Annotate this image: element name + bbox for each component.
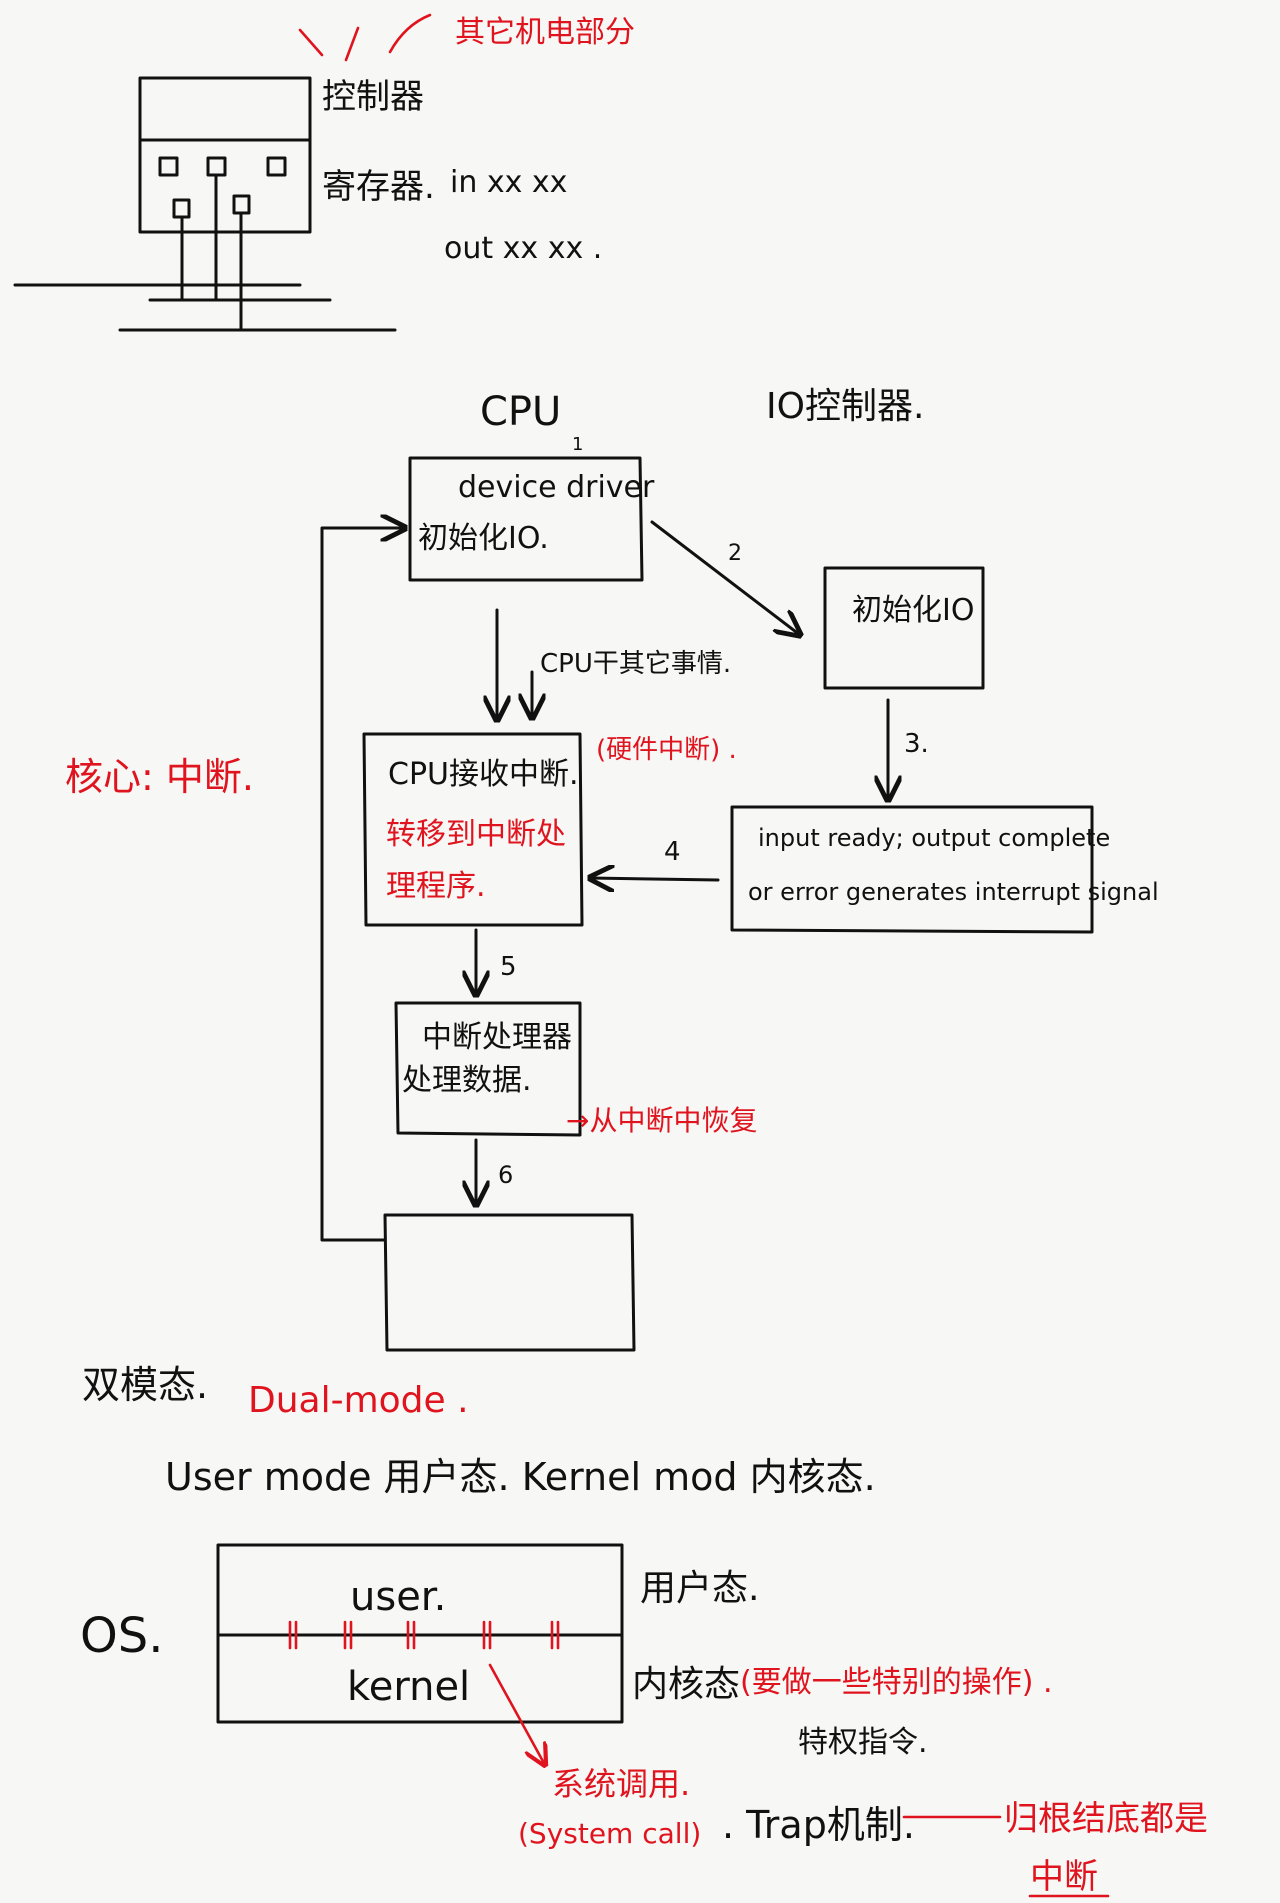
io-device-sketch: 其它机电部分 控制器 寄存器. in xx xx out xx xx . (13, 13, 635, 332)
transfer-handler-text: 转移到中断处 (386, 817, 566, 852)
signal-text-line2: or error generates interrupt signal (748, 878, 1159, 906)
out-instruction: out xx xx . (444, 231, 602, 266)
register-cell (158, 156, 179, 177)
conclusion-line1: 归根结底都是 (1004, 1799, 1208, 1839)
interrupt-signal-box (730, 805, 1094, 934)
privileged-instruction-label: 特权指令. (798, 1725, 928, 1760)
user-layer-text: user. (350, 1574, 446, 1620)
arrow-step-2 (650, 520, 800, 635)
cpu-other-work-text: CPU干其它事情. (540, 649, 731, 679)
step-6-label: 6 (498, 1161, 513, 1189)
modes-line: User mode 用户态. Kernel mod 内核态. (165, 1455, 876, 1499)
interrupt-flow-diagram: CPU IO控制器. 1 核心: 中断. device driver 初始化IO… (65, 386, 1159, 1352)
kernel-layer-text: kernel (347, 1664, 470, 1710)
cpu-receive-interrupt-box (362, 732, 584, 927)
bus-lines (13, 283, 397, 332)
register-cell (206, 156, 227, 177)
feedback-loop-arrow (320, 528, 405, 1242)
device-driver-box (408, 456, 644, 582)
boundary-crossing-marks (288, 1620, 560, 1650)
register-cell (232, 194, 251, 215)
cpu-receive-text: CPU接收中断. (388, 757, 579, 792)
io-init-text: 初始化IO (852, 593, 974, 628)
dual-mode-section: 双模态. Dual-mode . User mode 用户态. Kernel m… (80, 1363, 1208, 1898)
io-controller-column-title: IO控制器. (766, 386, 924, 427)
os-mode-box (216, 1543, 624, 1724)
step-2-label: 2 (728, 541, 742, 566)
register-cell (172, 198, 191, 219)
device-driver-text: device driver (458, 470, 655, 505)
arrow-step-4 (590, 878, 720, 880)
step-3-label: 3. (904, 729, 929, 759)
system-call-label: 系统调用. (552, 1765, 690, 1803)
handler-program-text: 理程序. (386, 869, 486, 904)
dual-mode-english: Dual-mode . (248, 1380, 469, 1421)
interrupt-handler-box (394, 1001, 582, 1137)
kernel-state-label: 内核态 (632, 1664, 740, 1705)
handler-text-line2: 处理数据. (402, 1063, 532, 1098)
red-tick-2 (344, 26, 360, 62)
register-cell (266, 156, 287, 177)
core-interrupt-note: 核心: 中断. (65, 755, 254, 799)
step-4-label: 4 (664, 837, 681, 867)
os-label: OS. (80, 1608, 164, 1664)
init-io-text: 初始化IO. (418, 521, 549, 556)
conclusion-line2: 中断 (1030, 1857, 1098, 1897)
red-tick-3 (388, 13, 432, 54)
register-label: 寄存器. (322, 167, 435, 207)
step-1-label: 1 (572, 434, 583, 455)
step-5-label: 5 (500, 952, 517, 982)
controller-box (138, 76, 312, 234)
hardware-interrupt-note: (硬件中断) . (596, 735, 737, 765)
other-electromechanical-label: 其它机电部分 (455, 15, 635, 50)
handler-text-line1: 中断处理器 (422, 1020, 572, 1055)
kernel-special-ops-note: (要做一些特别的操作) . (740, 1665, 1052, 1700)
syscall-arrow (488, 1663, 545, 1765)
trap-mechanism-label: . Trap机制. (722, 1803, 915, 1847)
signal-text-line1: input ready; output complete (758, 824, 1110, 852)
system-call-english: (System call) (518, 1817, 701, 1850)
bus-wires (180, 173, 243, 332)
cpu-column-title: CPU (480, 389, 561, 435)
resume-from-interrupt-note: →从中断中恢复 (566, 1104, 757, 1137)
in-instruction: in xx xx (450, 165, 567, 200)
controller-label: 控制器 (322, 77, 424, 117)
user-state-label: 用户态. (640, 1568, 759, 1609)
io-init-box (823, 566, 985, 690)
dual-mode-title: 双模态. (82, 1363, 208, 1407)
empty-result-box (383, 1213, 636, 1352)
red-tick-1 (298, 28, 324, 57)
